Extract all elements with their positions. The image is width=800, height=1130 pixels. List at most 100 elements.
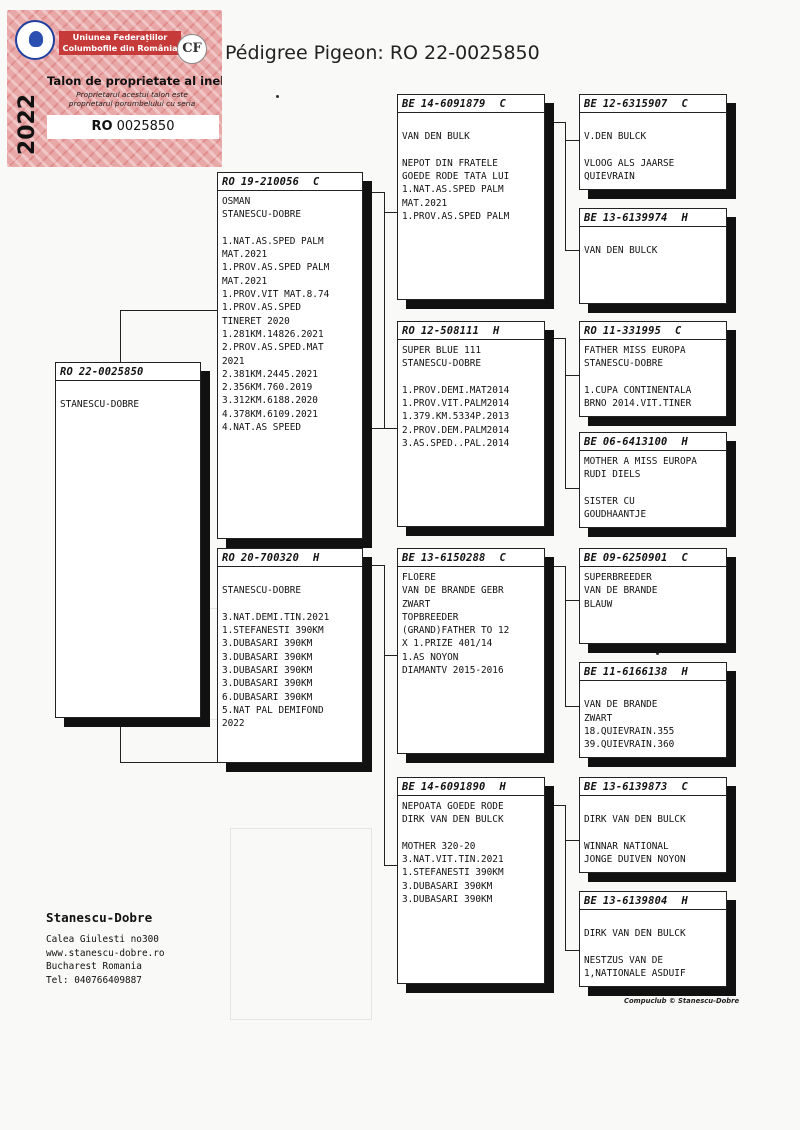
ring-ownership-badge: Uniunea Federațiilor Columbofile din Rom… [7,10,222,167]
box-line: ZWART [584,712,613,724]
box-line: 1.PROV.AS.SPED [222,302,302,314]
sex-code: H [499,781,506,793]
box-line [584,914,722,927]
badge-organization: Uniunea Federațiilor Columbofile din Rom… [59,31,181,55]
box-line: VAN DEN BULCK [584,245,658,257]
box-line: 1.PROV.DEMI.MAT2014 [402,384,510,396]
box-line: MAT.2021 [222,249,268,261]
box-line: STANESCU-DOBRE [222,209,302,221]
connector-line [565,805,567,950]
box-line: 3.AS.SPED..PAL.2014 [402,438,510,450]
ring-number: 22-0025850 [78,366,144,378]
box-line: VAN DEN BULK [402,131,470,143]
badge-year-text: 2022 [15,93,41,156]
box-line: FATHER MISS EUROPA [584,345,686,356]
box-line: DIAMANTV 2015-2016 [402,665,504,677]
box-line: GOEDE RODE TATA LUI [402,171,510,183]
country-code: RO [222,552,235,564]
sex-code: C [675,325,682,337]
connector-line [565,566,567,706]
sex-code: H [313,552,320,564]
sex-code: H [681,895,688,907]
connector-line [565,375,581,377]
country-code: BE [584,436,597,448]
connector-line [120,718,122,762]
box-line: SISTER CU [584,495,635,507]
box-line: 1.NAT.AS.SPED PALM [222,235,324,247]
ring-number: 12-6315907 [602,98,668,110]
sex-code: C [499,98,506,110]
box-line: 1.PROV.VIT.PALM2014 [402,398,510,410]
box-line: 1.CUPA CONTINENTALA [584,384,692,396]
box-line [402,117,540,130]
box-line [584,482,722,495]
country-code: BE [402,781,415,793]
box-line: 2021 [222,355,245,367]
box-line: STANESCU-DOBRE [60,399,140,411]
box-line: 3.DUBASARI 390KM [222,651,313,663]
box-line: 18.QUIEVRAIN.355 [584,725,675,737]
box-line: MOTHER 320-20 [402,840,476,852]
box-line: 2.PROV.DEM.PALM2014 [402,424,510,436]
box-line: 1.281KM.14826.2021 [222,328,324,340]
box-line: JONGE DUIVEN NOYON [584,854,686,866]
connector-line [384,865,400,867]
box-line: NEPOATA GOEDE RODE [402,801,504,812]
box-line: 1.379.KM.5334P.2013 [402,411,510,423]
connector-line [565,488,581,490]
country-code: BE [402,98,415,110]
sex-code: H [681,212,688,224]
connector-line [565,250,581,252]
box-line: OSMAN [222,196,251,207]
box-line: 3.NAT.VIT.TIN.2021 [402,854,504,866]
ring-number: 06-6413100 [602,436,668,448]
box-line: 3.312KM.6188.2020 [222,395,318,407]
box-line [584,800,722,813]
connector-line [384,212,400,214]
speck [276,95,279,98]
ring-number: 11-6166138 [602,666,668,678]
box-line [222,222,358,235]
box-line: 39.QUIEVRAIN.360 [584,739,675,751]
sex-code: H [681,666,688,678]
connector-line [565,338,567,488]
box-line: STANESCU-DOBRE [402,358,482,370]
country-code: RO [402,325,415,337]
ring-number: 14-6091890 [420,781,486,793]
country-code: BE [584,98,597,110]
box-line: 1.NAT.AS.SPED PALM [402,184,504,196]
sex-code: C [681,781,688,793]
software-credit: Compuclub © Stanescu-Dobre [624,997,740,1005]
country-code: BE [584,552,597,564]
box-line: RUDI DIELS [584,469,641,481]
box-line: VAN DE BRANDE [584,585,658,597]
ring-number: 13-6139974 [602,212,668,224]
country-code: BE [584,895,597,907]
box-line: 4.378KM.6109.2021 [222,408,318,420]
box-line: 1.AS NOYON [402,651,459,663]
box-line: MAT.2021 [402,197,448,209]
speck [656,652,659,655]
cf-logo-icon: CF [177,34,207,64]
box-line: 1.PROV.AS.SPED PALM [222,262,330,274]
box-line [584,827,722,840]
connector-line [384,192,386,428]
federation-logo-icon [15,20,55,60]
ghost-print-mark [230,828,372,1020]
